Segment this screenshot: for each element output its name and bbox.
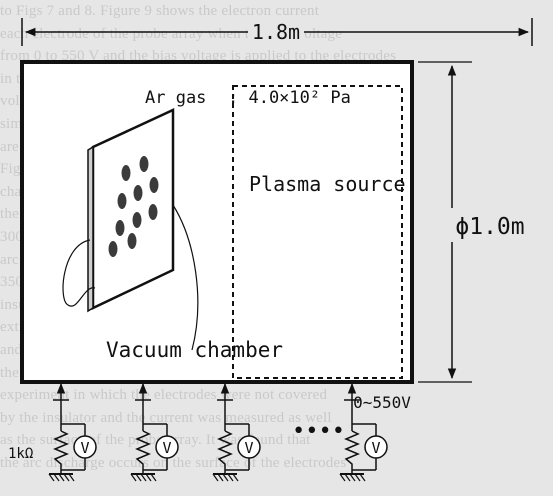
- measurement-circuits: V V V V 1kΩ: [8, 382, 388, 482]
- probe-array: [62, 108, 199, 351]
- voltmeter-label: V: [371, 439, 380, 457]
- width-label: 1.8m: [252, 20, 300, 44]
- voltmeter-icon: [237, 435, 261, 459]
- plasma-source-region: [232, 85, 403, 379]
- probe-circuit: V: [48, 382, 97, 482]
- resistor-label: 1kΩ: [8, 446, 33, 462]
- probe-circuit: V: [130, 382, 179, 482]
- gas-label: Ar gas: [145, 88, 206, 108]
- voltmeter-icon: [155, 435, 179, 459]
- probe-circuit: V: [339, 382, 388, 482]
- resistor: [135, 430, 151, 474]
- voltmeter-icon: [364, 435, 388, 459]
- resistor: [344, 430, 360, 474]
- diameter-dimension: ϕ1.0m: [418, 61, 552, 383]
- voltmeter-label: V: [162, 439, 171, 457]
- background-text-line: the arc discharge occurs on the surface …: [0, 454, 347, 471]
- ellipsis-dots: ••••: [292, 419, 345, 444]
- background-text-line: to Figs 7 and 8. Figure 9 shows the elec…: [0, 3, 320, 19]
- diameter-label: ϕ1.0m: [455, 214, 524, 240]
- background-text-line: experiment in which the electrodes were …: [0, 387, 328, 404]
- pressure-label: : 4.0×10² Pa: [228, 88, 351, 108]
- voltage-range-label: 0∼550V: [353, 393, 411, 412]
- plasma-source-label: Plasma source: [249, 172, 406, 196]
- ground-icon: [48, 473, 75, 482]
- vacuum-chamber-label: Vacuum chamber: [106, 338, 283, 362]
- ground-icon: [130, 473, 157, 482]
- ground-icon: [212, 473, 239, 482]
- resistor: [53, 430, 69, 474]
- width-dimension: 1.8m: [21, 18, 533, 46]
- svg-text:••••: ••••: [292, 419, 345, 444]
- probe-circuit: V: [212, 382, 261, 482]
- background-text-line: by the insulator and the current was mea…: [0, 409, 332, 426]
- voltmeter-icon: [73, 435, 97, 459]
- voltmeter-label: V: [244, 439, 253, 457]
- resistor: [217, 430, 233, 474]
- voltmeter-label: V: [80, 439, 89, 457]
- ground-icon: [339, 473, 366, 482]
